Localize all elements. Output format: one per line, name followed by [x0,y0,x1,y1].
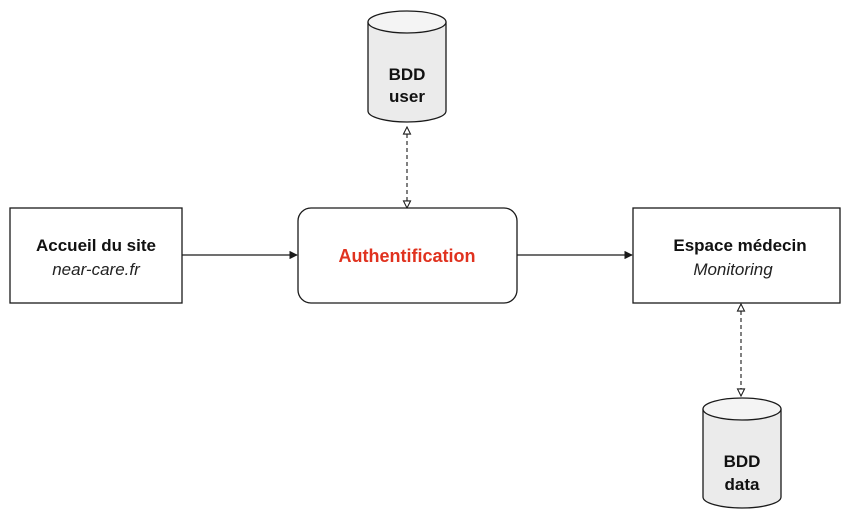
database-user-label-line1: BDD [389,65,426,84]
database-user: BDD user [367,10,447,123]
node-espace-medecin: Espace médecin Monitoring [632,207,841,304]
node-auth-box [297,207,518,304]
node-accueil-title: Accueil du site [36,236,156,255]
database-data-body [702,409,782,509]
node-accueil-du-site: Accueil du site near-care.fr [9,207,183,304]
node-espace-title: Espace médecin [673,236,806,255]
database-user-label-line2: user [389,87,425,106]
database-data: BDD data [702,397,782,509]
database-data-top [702,397,782,421]
node-espace-box [632,207,841,304]
node-accueil-subtitle: near-care.fr [52,260,141,279]
connectors [182,127,741,396]
database-data-label-line1: BDD [724,452,761,471]
node-accueil-box [9,207,183,304]
node-authentification: Authentification [297,207,518,304]
database-user-body [367,22,447,123]
node-auth-title: Authentification [339,246,476,266]
node-espace-subtitle: Monitoring [693,260,773,279]
database-data-label-line2: data [725,475,761,494]
database-user-top [367,10,447,34]
